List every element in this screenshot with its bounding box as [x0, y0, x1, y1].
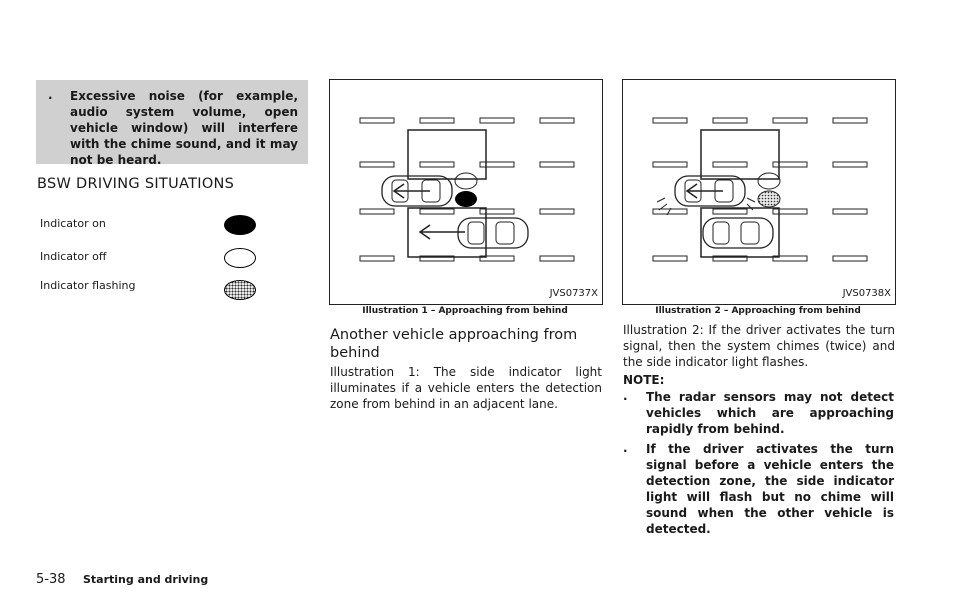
paragraph-illustration-2: Illustration 2: If the driver activates … — [623, 323, 895, 369]
indicator-flashing-icon — [224, 280, 256, 300]
figure-code-2: JVS0738X — [842, 288, 891, 299]
note-text-1: The radar sensors may not detect vehicle… — [646, 390, 894, 436]
lane-markers — [652, 117, 868, 262]
note-bullet-2: . — [623, 441, 628, 455]
illustration-2: JVS0738X — [622, 79, 896, 305]
indicator-on-label: Indicator on — [40, 217, 106, 230]
indicator-off-icon — [224, 248, 256, 268]
paragraph-illustration-1: Illustration 1: The side indicator light… — [330, 365, 602, 411]
figure-code-1: JVS0737X — [549, 288, 598, 299]
indicator-off-label: Indicator off — [40, 250, 107, 263]
indicator-flashing-label: Indicator flashing — [40, 279, 136, 292]
subheading: Another vehicle approaching from behind — [330, 327, 578, 361]
illustration-1: JVS0737X — [329, 79, 603, 305]
figure-caption-1: Illustration 1 – Approaching from behind — [362, 306, 568, 316]
note-text-2: If the driver activates the turn signal … — [646, 442, 894, 536]
note-bullet-1: . — [623, 389, 628, 403]
indicator-on-icon — [224, 215, 256, 235]
note-text: Excessive noise (for example, audio syst… — [70, 89, 298, 167]
page-number: 5-38 — [36, 572, 66, 587]
figure-caption-2: Illustration 2 – Approaching from behind — [655, 306, 861, 316]
footer-chapter-title: Starting and driving — [83, 573, 209, 586]
section-title: BSW DRIVING SITUATIONS — [37, 176, 235, 192]
caution-note-box: . Excessive noise (for example, audio sy… — [36, 80, 308, 167]
note-bullet: . — [48, 88, 53, 102]
illustration-2-drawing — [652, 117, 868, 262]
note-label: NOTE: — [623, 373, 665, 387]
lane-markers — [359, 117, 575, 262]
illustration-1-drawing — [359, 117, 575, 262]
